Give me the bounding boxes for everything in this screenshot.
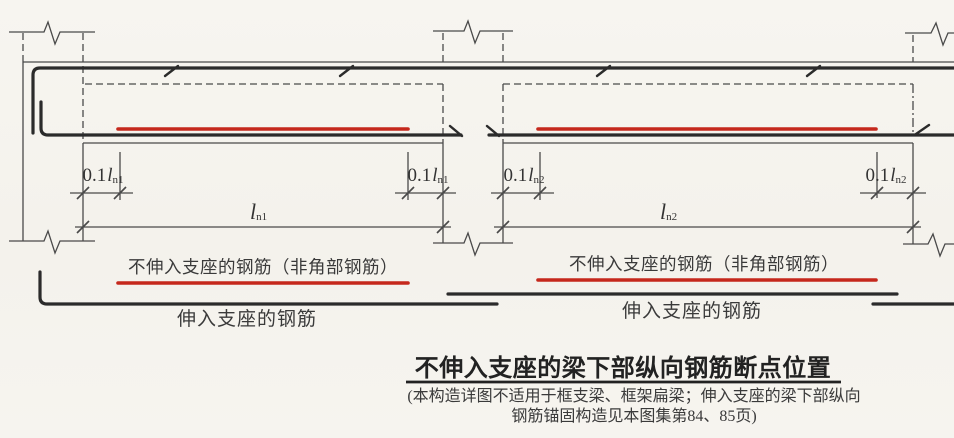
dim-symbol: l (432, 164, 438, 186)
break-symbol-bottom-middle (433, 231, 513, 257)
dim-value: 0.1 (407, 164, 432, 186)
dim-symbol: l (528, 164, 534, 186)
label-non-extending-rebar-left: 不伸入支座的钢筋（非角部钢筋） (128, 256, 398, 277)
label-extending-rebar-left: 伸入支座的钢筋 (176, 308, 317, 330)
span-subscript: n1 (256, 211, 268, 223)
span-symbol: l (659, 199, 667, 224)
span-symbol: l (249, 199, 257, 224)
drawing-notes: (本构造详图不适用于框支梁、框架扁梁；伸入支座的梁下部纵向 钢筋锚固构造见本图集… (284, 387, 954, 427)
dim-value: 0.1 (82, 164, 107, 186)
rebar-end-ticks (163, 64, 931, 138)
dim-subscript: n2 (895, 174, 907, 186)
break-symbol-bottom-left (9, 229, 95, 255)
label-extending-rebar-right: 伸入支座的钢筋 (621, 300, 762, 322)
label-non-extending-rebar-right: 不伸入支座的钢筋（非角部钢筋） (569, 253, 839, 274)
dimension-ticks (76, 186, 920, 234)
note-line-2: 钢筋锚固构造见本图集第84、85页) (511, 408, 757, 425)
break-symbol-top-left (9, 20, 95, 46)
break-symbol-bottom-right (903, 232, 954, 258)
dim-value: 0.1 (503, 164, 528, 186)
dim-symbol: l (890, 164, 896, 186)
extending-rebar-left-hooked (38, 270, 499, 306)
dim-subscript: n2 (533, 174, 545, 186)
span-subscript: n2 (666, 211, 678, 223)
break-symbol-top-right (905, 21, 954, 47)
dim-value: 0.1 (865, 164, 890, 186)
drawing-title: 不伸入支座的梁下部纵向钢筋断点位置 (414, 355, 832, 382)
break-symbol-top-middle (433, 19, 513, 45)
dim-symbol: l (107, 164, 113, 186)
top-rebar-with-hook (31, 66, 954, 135)
dim-subscript: n1 (437, 174, 449, 186)
dim-subscript: n1 (112, 174, 124, 186)
note-line-1: (本构造详图不适用于框支梁、框架扁梁；伸入支座的梁下部纵向 (407, 388, 861, 405)
bottom-rebar-span1 (39, 100, 463, 137)
